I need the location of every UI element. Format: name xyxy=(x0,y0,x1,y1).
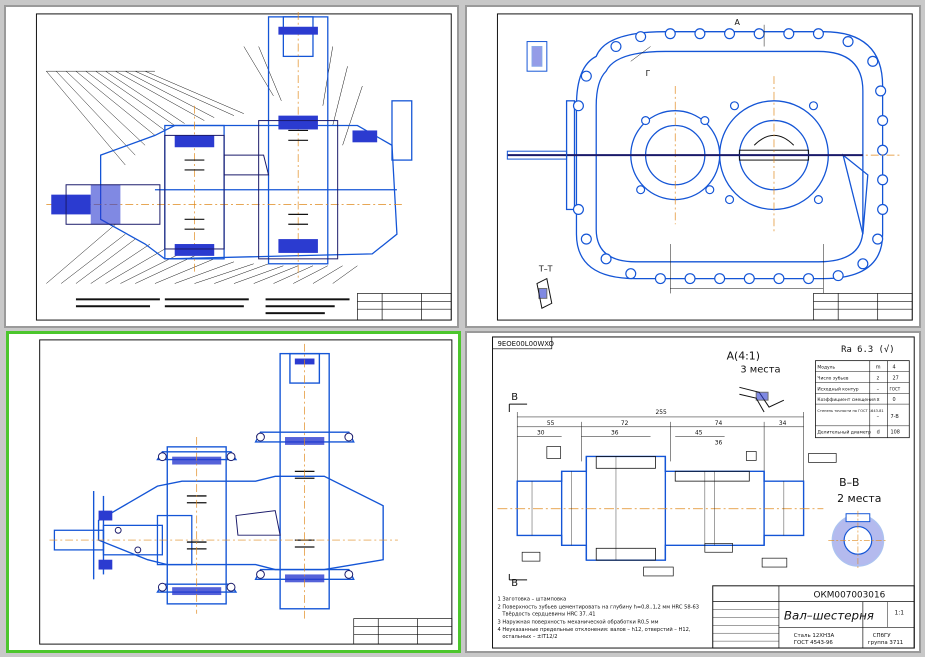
dim-6: 36 xyxy=(611,431,619,437)
view-a-detail xyxy=(739,386,785,413)
svg-text:3 Наружная поверхность механич: 3 Наружная поверхность механической обра… xyxy=(497,618,658,625)
gearbox-assembly-drawing xyxy=(39,339,453,645)
table-param: Коэффициент смещения xyxy=(817,397,876,403)
title-code: ОКМ007003016 xyxy=(813,591,885,601)
title-part-name: Вал–шестерня xyxy=(784,608,874,622)
table-val: 7-В xyxy=(891,414,900,420)
table-param: Степень точности по ГОСТ 1643-81 xyxy=(817,409,883,413)
viewport-housing-top-view[interactable]: T–T Г A xyxy=(465,5,921,328)
svg-text:4 Неуказанные предельные откло: 4 Неуказанные предельные отклонения: вал… xyxy=(497,626,690,633)
table-sym: d xyxy=(877,430,880,436)
title-org: СПбГУ xyxy=(873,633,892,639)
dim-7: 45 xyxy=(695,431,703,437)
shaft-outline xyxy=(516,455,805,561)
section-label-g: Г xyxy=(646,69,651,78)
title-block-tr xyxy=(813,293,913,321)
view-b-label: B–B xyxy=(839,476,859,489)
table-sym: – xyxy=(877,414,880,420)
table-sym: – xyxy=(877,386,880,392)
viewport-gearbox-assembly[interactable] xyxy=(6,331,461,653)
table-param: Делительный диаметр xyxy=(817,429,871,436)
dim-total: 255 xyxy=(655,410,667,416)
view-b-count: 2 места xyxy=(837,492,881,505)
svg-text:остальных – ±IT12/2: остальных – ±IT12/2 xyxy=(502,634,557,640)
tech-notes: 1 Заготовка – штамповка 2 Поверхность зу… xyxy=(497,597,699,641)
dim-3: 74 xyxy=(715,421,723,427)
gearbox-section-drawing xyxy=(35,11,452,321)
title-block-tl xyxy=(357,293,452,321)
table-val: ГОСТ xyxy=(890,386,901,391)
table-sym: z xyxy=(877,375,880,381)
table-val: 0 xyxy=(892,397,895,403)
svg-text:Твёрдость сердцевины HRC 37..4: Твёрдость сердцевины HRC 37..41 xyxy=(501,611,595,617)
viewport-gearbox-section[interactable] xyxy=(4,5,459,328)
doc-code-rotated: 9ЕОЕ00L00WXO xyxy=(497,340,554,348)
title-block-br: ОКМ007003016 Вал–шестерня Сталь 12ХН3А Г… xyxy=(712,585,915,649)
table-val: 108 xyxy=(891,430,900,436)
table-param: Исходный контур xyxy=(817,385,858,392)
section-b-circle xyxy=(828,510,888,571)
view-a-count: 3 места xyxy=(740,365,780,376)
title-sheet: 1:1 xyxy=(894,610,904,616)
section-label-a: A xyxy=(734,18,740,27)
table-val: 27 xyxy=(892,375,898,381)
dim-1: 55 xyxy=(547,421,555,427)
table-val: 4 xyxy=(892,365,895,371)
title-standard: ГОСТ 4543-96 xyxy=(794,640,834,646)
svg-text:2 Поверхность зубьев цементиро: 2 Поверхность зубьев цементировать на гл… xyxy=(497,605,699,611)
shaft-gear-drawing: 9ЕОЕ00L00WXO A(4:1) 3 места Ra 6.3 (√) М… xyxy=(492,336,915,649)
roughness-mark: Ra 6.3 (√) xyxy=(841,344,894,355)
section-b-bottom: B xyxy=(511,578,518,589)
table-param: Модуль xyxy=(817,365,835,371)
dim-5: 30 xyxy=(537,431,545,437)
section-b-top: B xyxy=(511,392,518,403)
title-group: группа 3711 xyxy=(868,640,903,646)
dim-4: 34 xyxy=(779,421,787,427)
svg-text:1 Заготовка – штамповка: 1 Заготовка – штамповка xyxy=(497,597,566,603)
title-block-bl xyxy=(353,618,453,645)
table-sym: m xyxy=(876,365,881,371)
title-material: Сталь 12ХН3А xyxy=(794,633,835,639)
housing-top-view-drawing: T–T Г A xyxy=(496,13,913,321)
view-a-label: A(4:1) xyxy=(727,350,760,363)
gear-table: Модуль m 4 Число зубьев z 27 Исходный ко… xyxy=(815,360,910,439)
dim-2: 72 xyxy=(621,421,629,427)
dim-8: 36 xyxy=(715,441,723,447)
table-sym: x xyxy=(877,397,880,403)
section-label-tt: T–T xyxy=(538,265,553,274)
table-param: Число зубьев xyxy=(817,375,848,381)
viewport-shaft-gear-drawing[interactable]: 9ЕОЕ00L00WXO A(4:1) 3 места Ra 6.3 (√) М… xyxy=(465,331,921,653)
